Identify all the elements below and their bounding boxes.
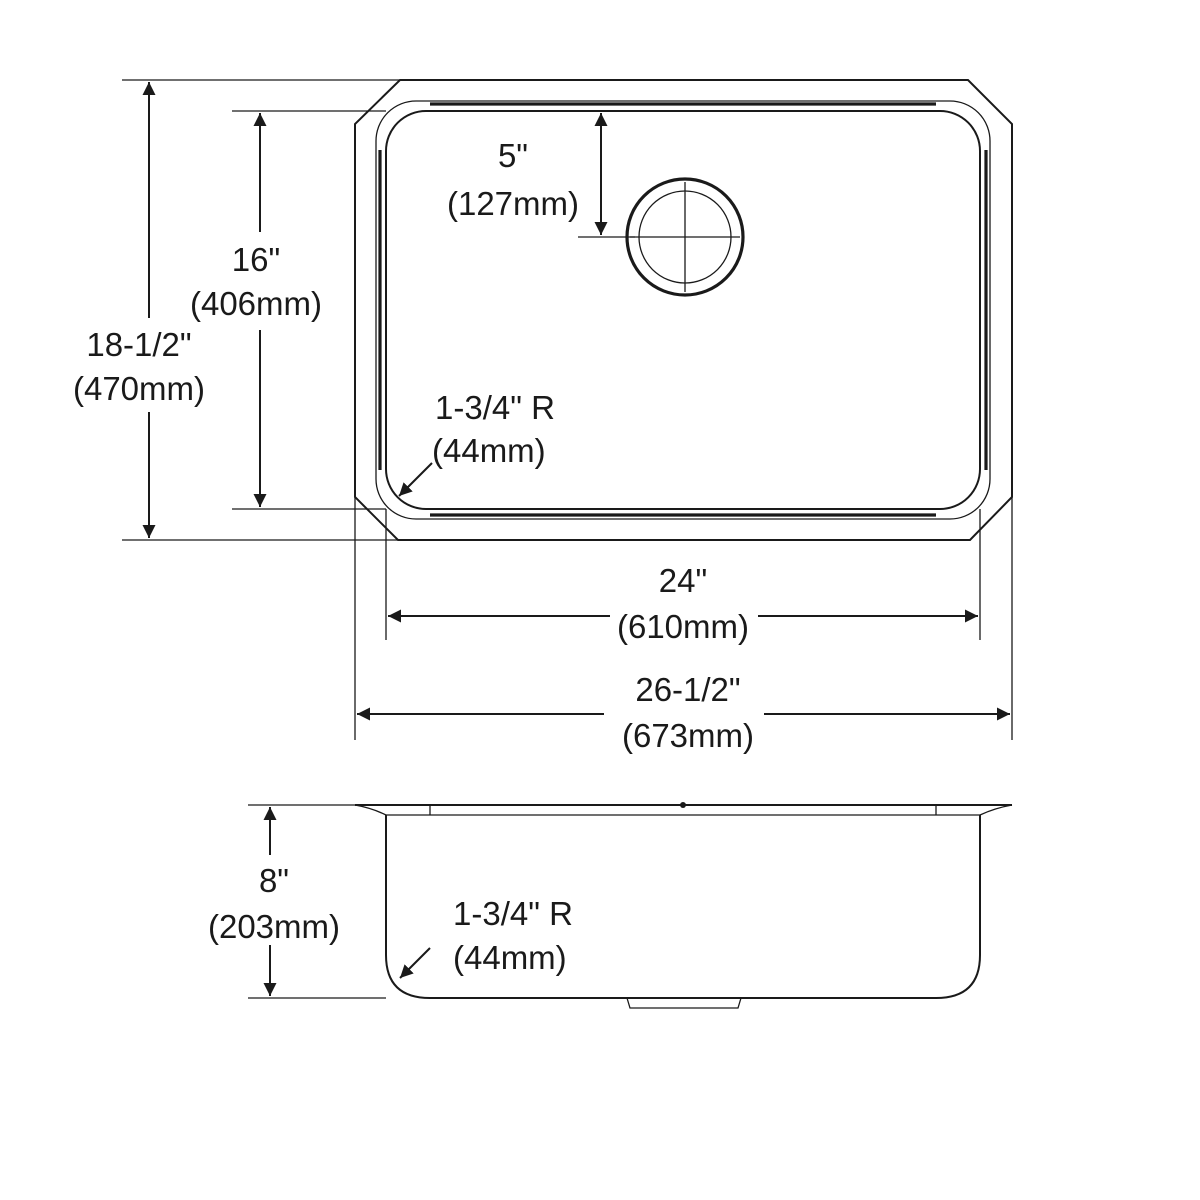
overall-width-dimension: 26-1/2" (673mm) [357, 671, 1010, 754]
bowl-width-metric: (610mm) [617, 608, 749, 645]
sink-rim-edge [375, 100, 991, 520]
overall-depth-dimension: 18-1/2" (470mm) [73, 82, 205, 538]
side-center-mark [680, 802, 686, 808]
sink-bowl-outline [385, 110, 981, 510]
side-bowl-outline [385, 815, 981, 999]
overall-width-metric: (673mm) [622, 717, 754, 754]
bowl-depth-metric: (406mm) [190, 285, 322, 322]
bowl-depth-imperial: 16" [232, 241, 280, 278]
bowl-depth-dimension: 16" (406mm) [190, 113, 322, 507]
side-flange-profile [354, 804, 1013, 816]
top-corner-radius-metric: (44mm) [432, 432, 546, 469]
side-corner-radius-metric: (44mm) [453, 939, 567, 976]
drain-offset-metric: (127mm) [447, 185, 579, 222]
drain-icon [625, 177, 745, 297]
drain-offset-dimension: 5" (127mm) [447, 113, 608, 235]
bowl-height-metric: (203mm) [208, 908, 340, 945]
bowl-width-dimension: 24" (610mm) [388, 562, 978, 645]
bowl-width-imperial: 24" [659, 562, 707, 599]
overall-width-imperial: 26-1/2" [635, 671, 740, 708]
overall-depth-imperial: 18-1/2" [86, 326, 191, 363]
sink-flange-outline [354, 79, 1013, 541]
top-view: 18-1/2" (470mm) 16" (406mm) 5" (127mm) 1… [73, 79, 1013, 754]
bowl-height-imperial: 8" [259, 862, 289, 899]
overall-depth-metric: (470mm) [73, 370, 205, 407]
top-corner-radius-dimension: 1-3/4" R (44mm) [398, 389, 555, 497]
bowl-height-dimension: 8" (203mm) [208, 807, 340, 996]
drain-offset-imperial: 5" [498, 137, 528, 174]
side-drain-stub [626, 997, 742, 1009]
top-corner-radius-imperial: 1-3/4" R [435, 389, 555, 426]
side-view: 8" (203mm) 1-3/4" R (44mm) [208, 802, 1013, 1009]
side-corner-radius-dimension: 1-3/4" R (44mm) [399, 895, 573, 979]
side-corner-radius-imperial: 1-3/4" R [453, 895, 573, 932]
